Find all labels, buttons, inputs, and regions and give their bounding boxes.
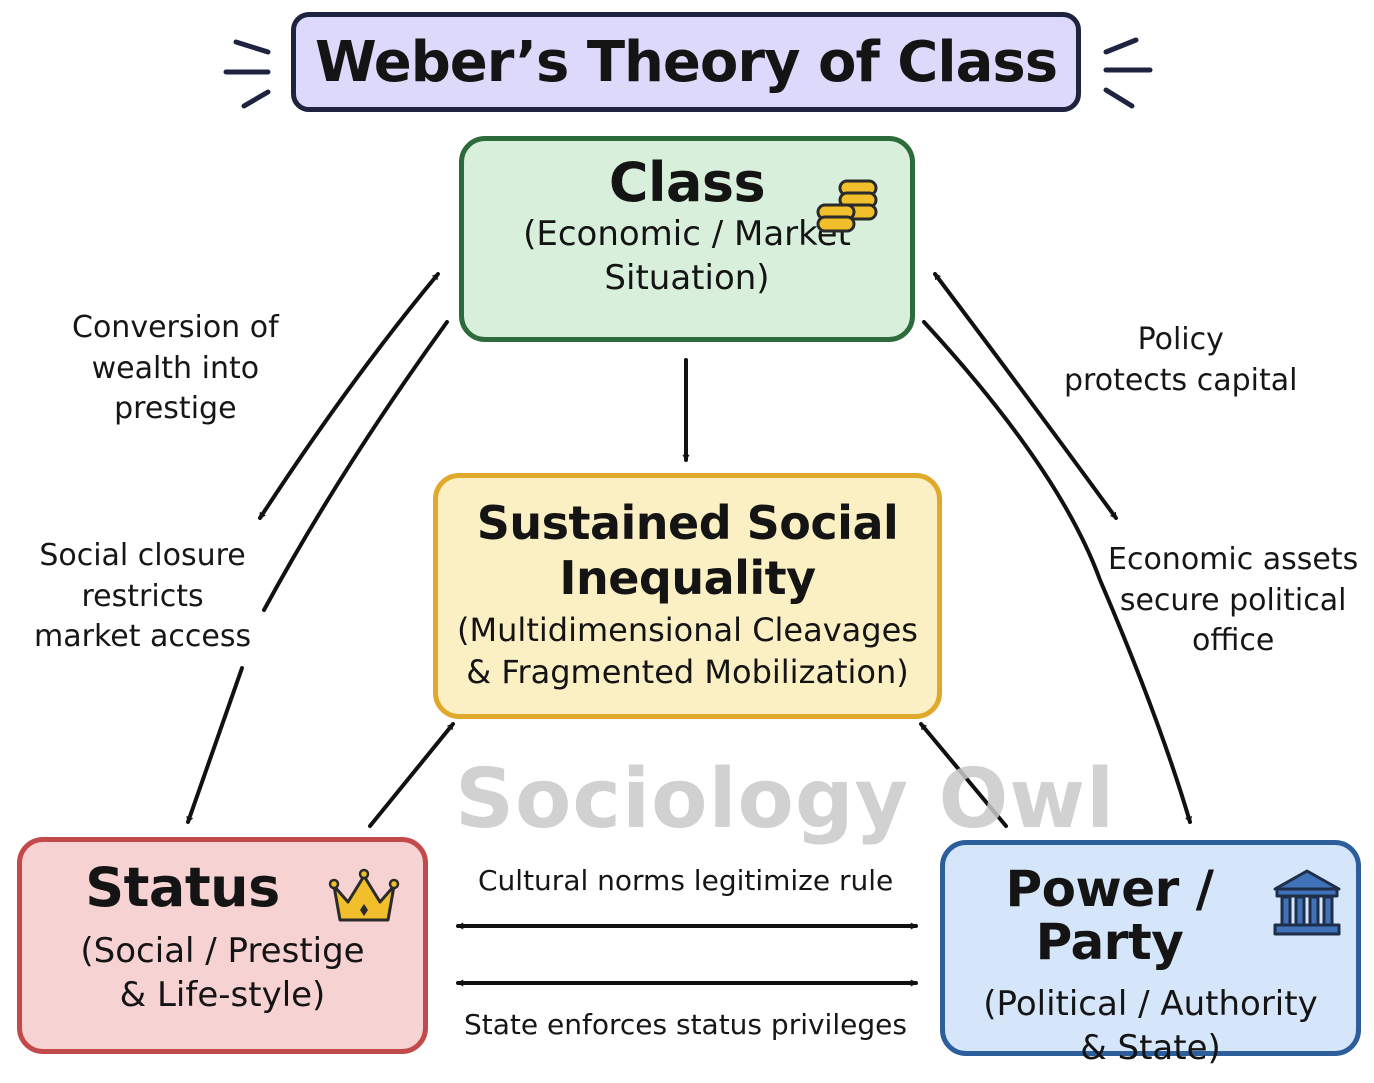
conversion-label-line-3: prestige	[114, 391, 237, 426]
conversion-label-line-1: Conversion of	[72, 310, 279, 345]
class-node: Class (Economic / Market Situation)	[459, 136, 915, 342]
title-sparkle-left	[223, 39, 271, 109]
status-to-class-arrow	[258, 272, 440, 520]
policy-label-line-2: protects capital	[1064, 362, 1298, 398]
status-to-inequality-arrow	[368, 722, 455, 828]
government-building-icon	[1273, 869, 1341, 936]
class-node-title: Class	[608, 151, 766, 214]
power-to-inequality-arrow	[919, 722, 1008, 828]
title-banner: Weber’s Theory of Class	[291, 12, 1081, 112]
title-sparkle-right	[1103, 37, 1153, 109]
closure-label-line-1: Social closure	[39, 538, 246, 573]
conversion-label-line-2: wealth into	[91, 350, 260, 386]
inequality-node-subtitle-line-2: & Fragmented Mobilization)	[466, 652, 909, 691]
inequality-node-title-line-1: Sustained Social	[476, 496, 899, 550]
class-to-power-arrow-inner	[922, 320, 1192, 824]
diagram-title: Weber’s Theory of Class	[314, 29, 1058, 95]
closure-label-line-2: restricts	[81, 578, 204, 614]
power-node-title: Power / Party	[1005, 860, 1214, 971]
status-node-subtitle-line-1: (Social / Prestige	[80, 930, 365, 971]
assets-label: Economic assets secure political office	[1108, 540, 1358, 662]
inequality-node-subtitle-line-1: (Multidimensional Cleavages	[457, 611, 918, 650]
policy-label: Policy protects capital	[1064, 320, 1297, 401]
watermark: Sociology Owl	[455, 752, 1116, 847]
closure-label: Social closure restricts market access	[34, 536, 251, 658]
status-node-subtitle-line-2: & Life-style)	[119, 974, 326, 1015]
class-to-status-arrow	[262, 320, 449, 612]
policy-label-line-1: Policy	[1137, 322, 1224, 357]
assets-label-line-3: office	[1191, 623, 1275, 658]
assets-label-line-2: secure political	[1119, 582, 1347, 618]
status-node: Status (Social / Prestige & Life-style)	[17, 837, 428, 1054]
cultural-norms-label: Cultural norms legitimize rule	[478, 864, 894, 897]
inequality-node: Sustained Social Inequality (Multidimens…	[433, 473, 942, 719]
class-node-subtitle-line-1: (Economic / Market	[523, 213, 851, 254]
inequality-node-title-line-2: Inequality	[559, 551, 816, 606]
power-node: Power / Party (Political / Authority & S…	[940, 840, 1361, 1068]
crown-icon	[328, 868, 400, 922]
power-node-subtitle-line-2: & State)	[1080, 1028, 1221, 1069]
power-node-subtitle-line-1: (Political / Authority	[983, 984, 1318, 1024]
closure-to-status-arrow	[186, 666, 244, 824]
conversion-label: Conversion of wealth into prestige	[72, 308, 279, 430]
status-node-title: Status	[85, 856, 280, 919]
assets-label-line-1: Economic assets	[1108, 542, 1359, 577]
closure-label-line-3: market access	[34, 619, 252, 654]
state-enforces-label: State enforces status privileges	[464, 1008, 907, 1041]
class-node-subtitle-line-2: Situation)	[604, 257, 770, 298]
coin-stack-icon	[816, 179, 878, 233]
class-to-power-arrow-outer	[933, 272, 1118, 520]
